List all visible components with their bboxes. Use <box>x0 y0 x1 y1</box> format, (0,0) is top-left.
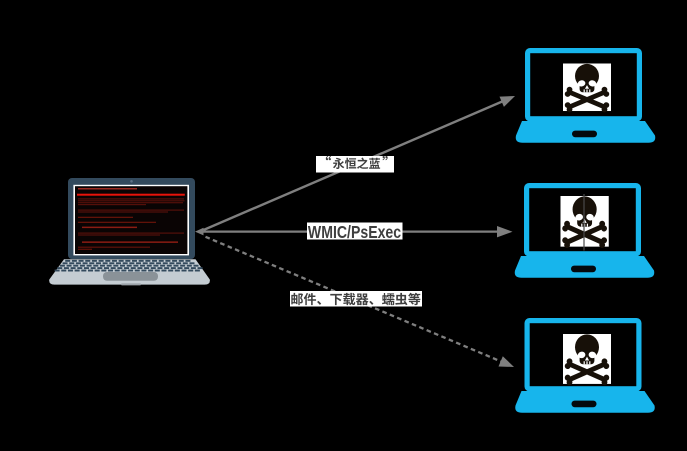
svg-text:WMIC/PsExec: WMIC/PsExec <box>308 224 401 243</box>
